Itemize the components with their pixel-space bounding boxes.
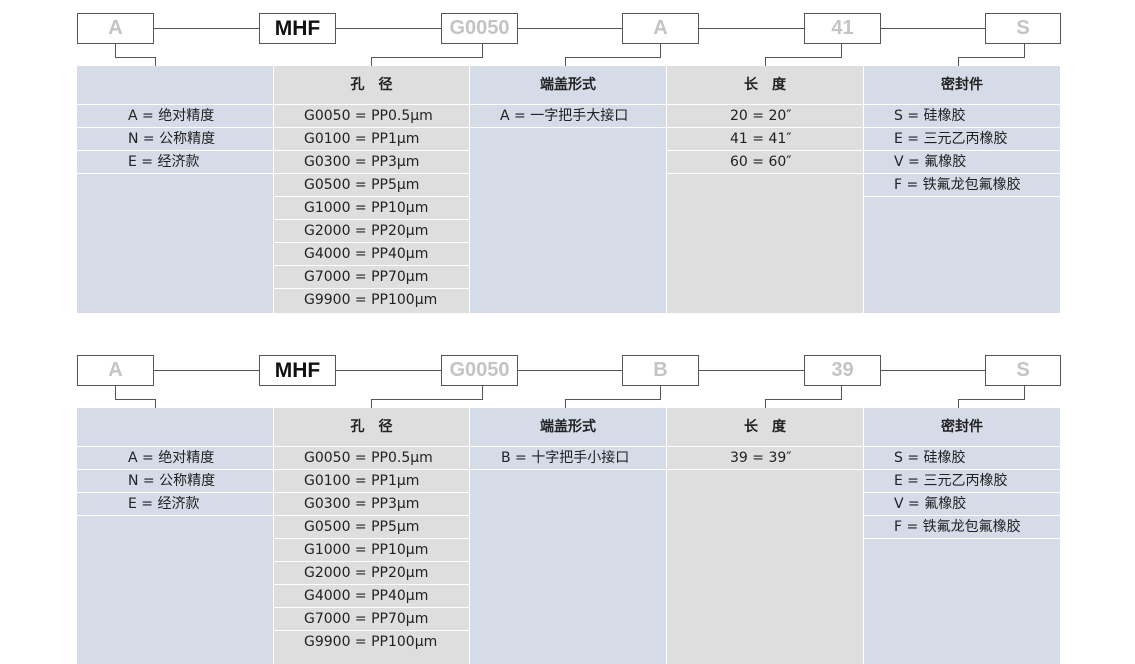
code-box-accuracy: A bbox=[77, 355, 154, 386]
code-box-pore-size: G0050 bbox=[441, 355, 518, 386]
option-item: E = 经济款 bbox=[77, 493, 273, 516]
option-item: E = 经济款 bbox=[77, 151, 273, 174]
option-item: G4000 = PP40µm bbox=[274, 243, 469, 266]
column-length: 长 度 20 = 20″ 41 = 41″ 60 = 60″ bbox=[667, 66, 863, 313]
option-item: G2000 = PP20µm bbox=[274, 562, 469, 585]
option-item: E = 三元乙丙橡胶 bbox=[864, 470, 1060, 493]
option-item: 20 = 20″ bbox=[667, 105, 863, 128]
option-item: G2000 = PP20µm bbox=[274, 220, 469, 243]
option-item: N = 公称精度 bbox=[77, 470, 273, 493]
column-header: 密封件 bbox=[864, 66, 1060, 105]
column-end-cap: 端盖形式 B = 十字把手小接口 bbox=[470, 408, 666, 664]
column-seal: 密封件 S = 硅橡胶 E = 三元乙丙橡胶 V = 氟橡胶 F = 铁氟龙包氟… bbox=[864, 66, 1060, 313]
code-box-series: MHF bbox=[259, 355, 336, 386]
column-header: 端盖形式 bbox=[470, 66, 666, 105]
option-item: 41 = 41″ bbox=[667, 128, 863, 151]
code-box-series: MHF bbox=[259, 13, 336, 44]
code-box-seal: S bbox=[985, 13, 1061, 44]
options-table: A = 绝对精度 N = 公称精度 E = 经济款 孔 径 G0050 = PP… bbox=[77, 408, 1060, 664]
column-end-cap: 端盖形式 A = 一字把手大接口 bbox=[470, 66, 666, 313]
option-item: F = 铁氟龙包氟橡胶 bbox=[864, 516, 1060, 539]
code-box-length: 41 bbox=[804, 13, 881, 44]
column-header: 密封件 bbox=[864, 408, 1060, 447]
code-box-accuracy: A bbox=[77, 13, 154, 44]
option-item: G1000 = PP10µm bbox=[274, 197, 469, 220]
option-item: G0300 = PP3µm bbox=[274, 493, 469, 516]
code-box-end-cap: A bbox=[622, 13, 699, 44]
option-item: B = 十字把手小接口 bbox=[470, 447, 666, 470]
option-item: E = 三元乙丙橡胶 bbox=[864, 128, 1060, 151]
option-item: G0050 = PP0.5µm bbox=[274, 447, 469, 470]
column-seal: 密封件 S = 硅橡胶 E = 三元乙丙橡胶 V = 氟橡胶 F = 铁氟龙包氟… bbox=[864, 408, 1060, 664]
column-length: 长 度 39 = 39″ bbox=[667, 408, 863, 664]
column-accuracy: A = 绝对精度 N = 公称精度 E = 经济款 bbox=[77, 408, 273, 664]
code-box-pore-size: G0050 bbox=[441, 13, 518, 44]
code-box-length: 39 bbox=[804, 355, 881, 386]
option-item: V = 氟橡胶 bbox=[864, 493, 1060, 516]
connector-lines bbox=[115, 370, 1025, 408]
column-header bbox=[77, 408, 273, 447]
column-pore-size: 孔 径 G0050 = PP0.5µm G0100 = PP1µm G0300 … bbox=[274, 66, 469, 313]
column-header: 孔 径 bbox=[274, 66, 469, 105]
option-item: G0050 = PP0.5µm bbox=[274, 105, 469, 128]
option-item: 60 = 60″ bbox=[667, 151, 863, 174]
option-item: G0100 = PP1µm bbox=[274, 128, 469, 151]
option-item: V = 氟橡胶 bbox=[864, 151, 1060, 174]
option-item: A = 绝对精度 bbox=[77, 105, 273, 128]
column-accuracy: A = 绝对精度 N = 公称精度 E = 经济款 bbox=[77, 66, 273, 313]
option-item: G4000 = PP40µm bbox=[274, 585, 469, 608]
connector-lines bbox=[115, 28, 1025, 66]
option-item: G0500 = PP5µm bbox=[274, 516, 469, 539]
option-item: 39 = 39″ bbox=[667, 447, 863, 470]
part-code-row: A MHF G0050 A 41 S bbox=[0, 0, 1135, 66]
option-item: G0500 = PP5µm bbox=[274, 174, 469, 197]
code-box-end-cap: B bbox=[622, 355, 699, 386]
option-item: N = 公称精度 bbox=[77, 128, 273, 151]
option-item: F = 铁氟龙包氟橡胶 bbox=[864, 174, 1060, 197]
option-item: G7000 = PP70µm bbox=[274, 608, 469, 631]
column-header: 长 度 bbox=[667, 66, 863, 105]
option-item: G0300 = PP3µm bbox=[274, 151, 469, 174]
option-item: G9900 = PP100µm bbox=[304, 292, 438, 308]
option-item: S = 硅橡胶 bbox=[864, 447, 1060, 470]
option-item: G1000 = PP10µm bbox=[274, 539, 469, 562]
column-header bbox=[77, 66, 273, 105]
part-code-row: A MHF G0050 B 39 S bbox=[0, 342, 1135, 408]
option-item: G7000 = PP70µm bbox=[274, 266, 469, 289]
option-item: G0100 = PP1µm bbox=[274, 470, 469, 493]
column-header: 端盖形式 bbox=[470, 408, 666, 447]
options-table: A = 绝对精度 N = 公称精度 E = 经济款 孔 径 G0050 = PP… bbox=[77, 66, 1060, 313]
option-item: A = 绝对精度 bbox=[77, 447, 273, 470]
column-header: 孔 径 bbox=[274, 408, 469, 447]
option-item: S = 硅橡胶 bbox=[864, 105, 1060, 128]
column-pore-size: 孔 径 G0050 = PP0.5µm G0100 = PP1µm G0300 … bbox=[274, 408, 469, 664]
column-header: 长 度 bbox=[667, 408, 863, 447]
code-box-seal: S bbox=[985, 355, 1061, 386]
option-item: G9900 = PP100µm bbox=[304, 634, 438, 650]
option-item: A = 一字把手大接口 bbox=[470, 105, 666, 128]
